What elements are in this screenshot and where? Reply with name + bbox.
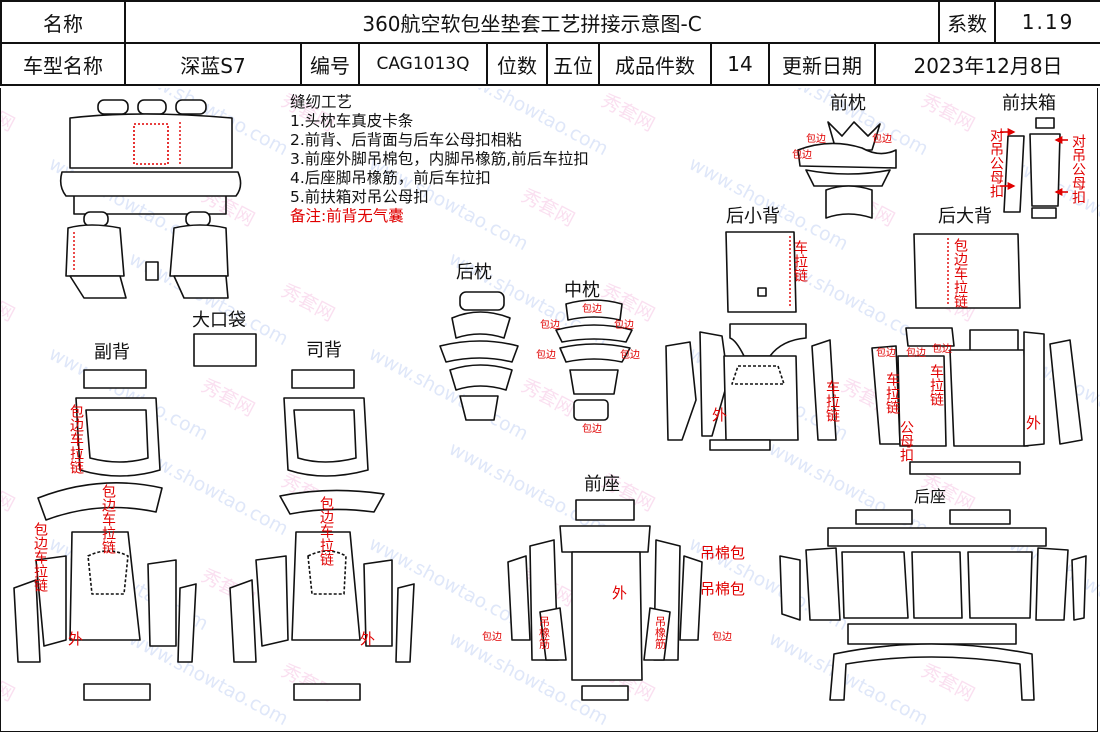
drawing-frame: [0, 88, 1098, 732]
header-table: 名称 360航空软包坐垫套工艺拼接示意图-C 系数 1.19 车型名称 深蓝S7…: [0, 0, 1100, 86]
big-pocket-pattern: [193, 333, 257, 367]
note-edge-zipper: 包边车拉链: [68, 404, 84, 475]
note-cotton-pack: 吊棉包: [700, 544, 745, 562]
label-front-headrest: 前枕: [830, 93, 866, 114]
note-outer: 外: [612, 584, 627, 602]
sewing-notes: 缝纫工艺 1.头枕车真皮卡条 2.前背、后背面与后车公母扣相粘 3.前座外脚吊棉…: [290, 93, 589, 226]
coef-label: 系数: [938, 0, 997, 44]
front-seat-pattern: [507, 499, 703, 701]
rear-seat-pattern: [779, 509, 1087, 701]
note-edge-zipper: 包边车拉链: [32, 522, 48, 593]
note-edge: 包边: [482, 630, 502, 643]
note-edge: 包边: [876, 346, 896, 359]
label-rear-small-back: 后小背: [726, 206, 780, 227]
note-hang-elastic: 吊橡筋: [538, 616, 551, 650]
count-value: 14: [710, 42, 770, 86]
notes-remark: 备注:前背无气囊: [290, 207, 404, 225]
label-middle-headrest: 中枕: [564, 280, 600, 301]
note-edge: 包边: [540, 318, 560, 331]
update-value: 2023年12月8日: [873, 42, 1100, 86]
seat-label: 位数: [486, 42, 548, 86]
count-label: 成品件数: [598, 42, 712, 86]
note-cotton-pack: 吊棉包: [700, 580, 745, 598]
notes-title: 缝纫工艺: [290, 93, 353, 111]
model-value: 深蓝S7: [124, 42, 302, 86]
front-armrest-pattern: [1003, 117, 1061, 219]
note-edge: 包边: [614, 318, 634, 331]
note-buckle: 公母扣: [898, 420, 914, 462]
note-outer: 外: [712, 406, 727, 424]
note-edge: 包边: [582, 422, 602, 435]
note-zipper: 车拉链: [884, 371, 900, 415]
rear-small-back-pattern: [665, 231, 837, 451]
hang-arrows: [1000, 128, 1068, 196]
code-value: CAG1013Q: [358, 42, 488, 86]
note-hang-snap: 对吊公母扣: [988, 128, 1004, 198]
seat-value: 五位: [546, 42, 600, 86]
doc-title: 360航空软包坐垫套工艺拼接示意图-C: [123, 0, 941, 44]
note-outer: 外: [1026, 414, 1041, 432]
note-item: 3.前座外脚吊棉包，内脚吊橡筋,前后车拉扣: [290, 150, 589, 168]
note-edge: 包边: [536, 348, 556, 361]
note-edge: 包边: [932, 342, 952, 355]
note-item: 4.后座脚吊橡筋，前后车拉扣: [290, 169, 491, 187]
label-front-armrest: 前扶箱: [1002, 93, 1056, 114]
note-outer: 外: [68, 630, 83, 648]
label-rear-headrest: 后枕: [456, 262, 492, 283]
note-edge-zipper: 包边车拉链: [318, 496, 334, 567]
label-passenger-back: 副背: [94, 342, 130, 363]
note-edge: 包边: [906, 346, 926, 359]
code-label: 编号: [300, 42, 360, 86]
note-edge: 包边: [620, 348, 640, 361]
rear-big-back-pattern: [871, 233, 1083, 475]
car-seat-overview: [59, 99, 242, 299]
name-label: 名称: [0, 0, 126, 44]
note-edge-zipper: 包边车拉链: [100, 484, 116, 555]
front-headrest-pattern: [797, 121, 897, 219]
note-hang-snap: 对吊公母扣: [1070, 134, 1086, 204]
stitch-marks: [73, 122, 949, 308]
label-driver-back: 司背: [306, 340, 342, 361]
note-edge: 包边: [582, 302, 602, 315]
middle-headrest-pattern: [555, 299, 633, 421]
note-item: 5.前扶箱对吊公母扣: [290, 188, 429, 206]
update-label: 更新日期: [768, 42, 876, 86]
note-zipper: 车拉链: [792, 239, 808, 283]
note-hang-elastic: 吊橡筋: [654, 616, 667, 650]
model-label: 车型名称: [0, 42, 126, 86]
note-item: 1.头枕车真皮卡条: [290, 112, 414, 130]
note-edge-zipper: 包边车拉链: [952, 238, 968, 309]
label-front-seat: 前座: [584, 474, 620, 495]
label-big-pocket: 大口袋: [192, 310, 246, 331]
coef-value: 1.19: [994, 0, 1100, 44]
label-rear-seat: 后座: [914, 487, 946, 506]
passenger-back-pattern: [13, 369, 197, 701]
driver-back-pattern: [229, 369, 415, 701]
rear-headrest-pattern: [439, 291, 519, 421]
note-edge: 包边: [872, 132, 892, 145]
label-rear-big-back: 后大背: [938, 206, 992, 227]
note-zipper: 车拉链: [928, 363, 944, 407]
note-edge: 包边: [712, 630, 732, 643]
note-edge: 包边: [792, 148, 812, 161]
note-outer: 外: [360, 630, 375, 648]
note-item: 2.前背、后背面与后车公母扣相粘: [290, 131, 522, 149]
note-zipper: 车拉链: [824, 379, 840, 423]
note-edge: 包边: [806, 132, 826, 145]
